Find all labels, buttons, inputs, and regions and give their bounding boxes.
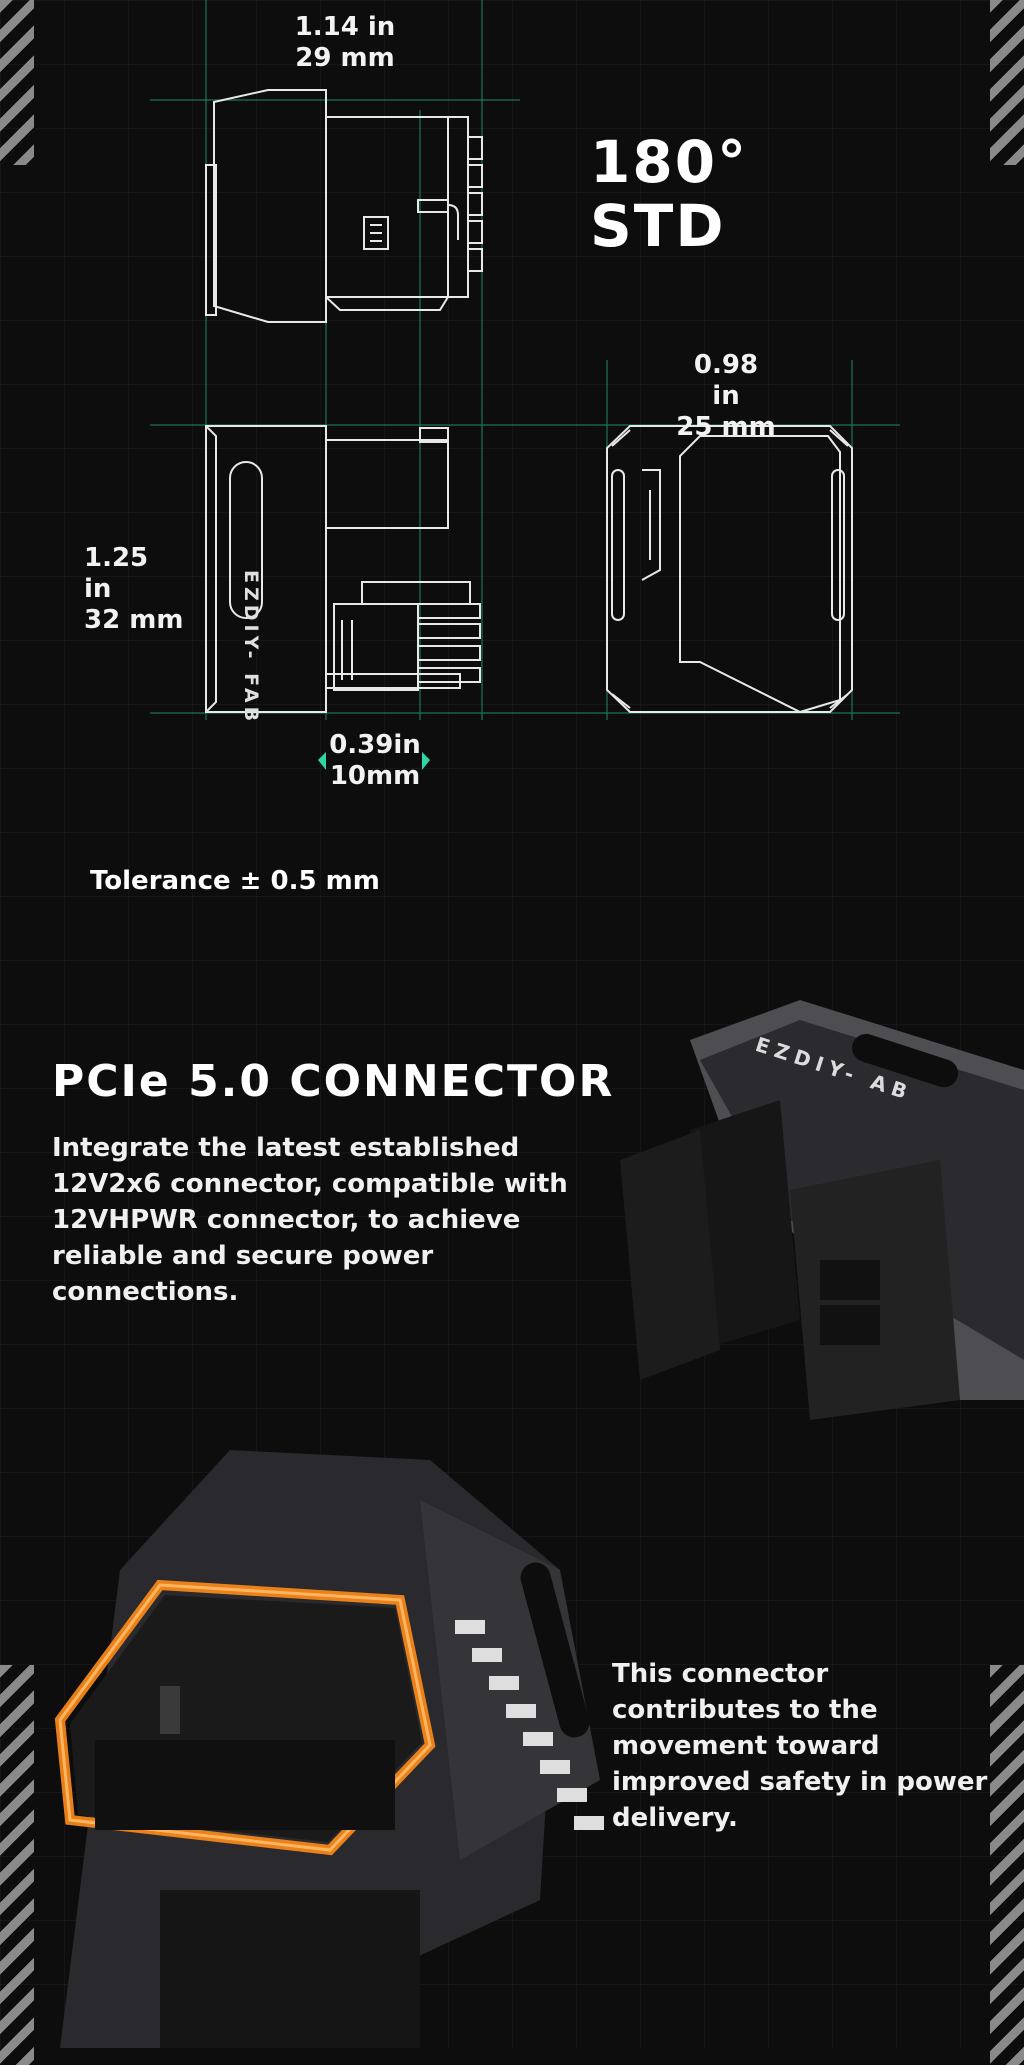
side-inches: 0.98 in: [693, 350, 759, 411]
feature-description: Integrate the latest established 12V2x6 …: [52, 1133, 568, 1307]
side-millimeters: 25 mm: [676, 412, 776, 442]
connector-render-upper: [620, 1000, 1024, 1420]
side-view-outline: [205, 425, 481, 713]
brand-engraving: EZDIY- FAB: [240, 570, 262, 726]
corner-stripes-top-right: [990, 0, 1024, 165]
corner-stripes-top-left: [0, 0, 34, 165]
connector-type: STD: [590, 192, 726, 260]
side-dimension-label: 0.98 in 25 mm: [676, 350, 776, 443]
offset-inches: 0.39in: [329, 730, 421, 760]
offset-millimeters: 10mm: [329, 761, 421, 791]
corner-stripes-bottom-left: [0, 1665, 34, 2065]
angle-value: 180°: [590, 128, 749, 196]
angle-badge: 180° STD: [590, 128, 749, 260]
offset-dimension-label: 0.39in 10mm: [328, 730, 422, 792]
feature-title: PCIe 5.0 CONNECTOR: [52, 1056, 615, 1107]
top-view-outline: [205, 89, 483, 323]
width-millimeters: 29 mm: [295, 43, 395, 73]
height-millimeters: 32 mm: [84, 605, 184, 635]
height-dimension-label: 1.25 in 32 mm: [84, 543, 184, 636]
width-inches: 1.14 in: [294, 12, 396, 42]
corner-stripes-bottom-right: [990, 1665, 1024, 2065]
tolerance-note: Tolerance ± 0.5 mm: [90, 866, 380, 896]
front-view-outline: [606, 425, 853, 714]
connector-render-lower: [54, 1450, 604, 2048]
height-inches: 1.25 in: [84, 543, 149, 604]
safety-description: This connector contributes to the moveme…: [612, 1659, 988, 1833]
width-dimension-label: 1.14 in 29 mm: [288, 12, 402, 74]
